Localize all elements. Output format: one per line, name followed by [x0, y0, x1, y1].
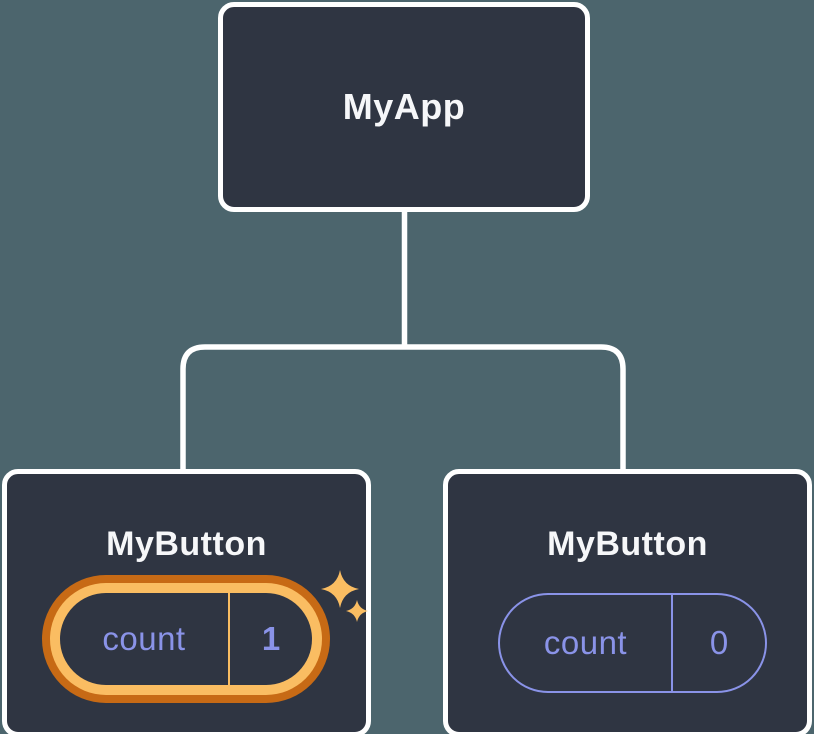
state-value: 0 — [709, 624, 729, 661]
component-node-mybutton-left: MyButton count 1 — [2, 469, 371, 734]
node-label-mybutton-right: MyButton — [547, 525, 708, 563]
component-node-myapp: MyApp — [218, 2, 590, 212]
state-pill-highlighted: count 1 — [42, 575, 330, 703]
state-pill-gold-ring: count 1 — [50, 583, 322, 695]
state-key-cell: count — [60, 593, 230, 685]
node-label-myapp: MyApp — [342, 86, 466, 127]
state-value-cell: 0 — [673, 595, 765, 691]
state-pill-body: count 1 — [60, 593, 312, 685]
state-key-cell: count — [500, 595, 673, 691]
component-node-mybutton-right: MyButton count 0 — [443, 469, 812, 734]
sparkle-small — [346, 600, 368, 622]
state-pill-idle: count 0 — [498, 593, 767, 693]
state-value-cell: 1 — [230, 593, 312, 685]
sparkle-large — [321, 570, 359, 608]
node-label-mybutton-left: MyButton — [106, 525, 267, 563]
connector-branch — [180, 344, 626, 471]
sparkles-icon — [321, 570, 368, 622]
state-value: 1 — [261, 620, 281, 657]
state-key-label: count — [543, 624, 628, 661]
state-key-label: count — [102, 620, 186, 657]
